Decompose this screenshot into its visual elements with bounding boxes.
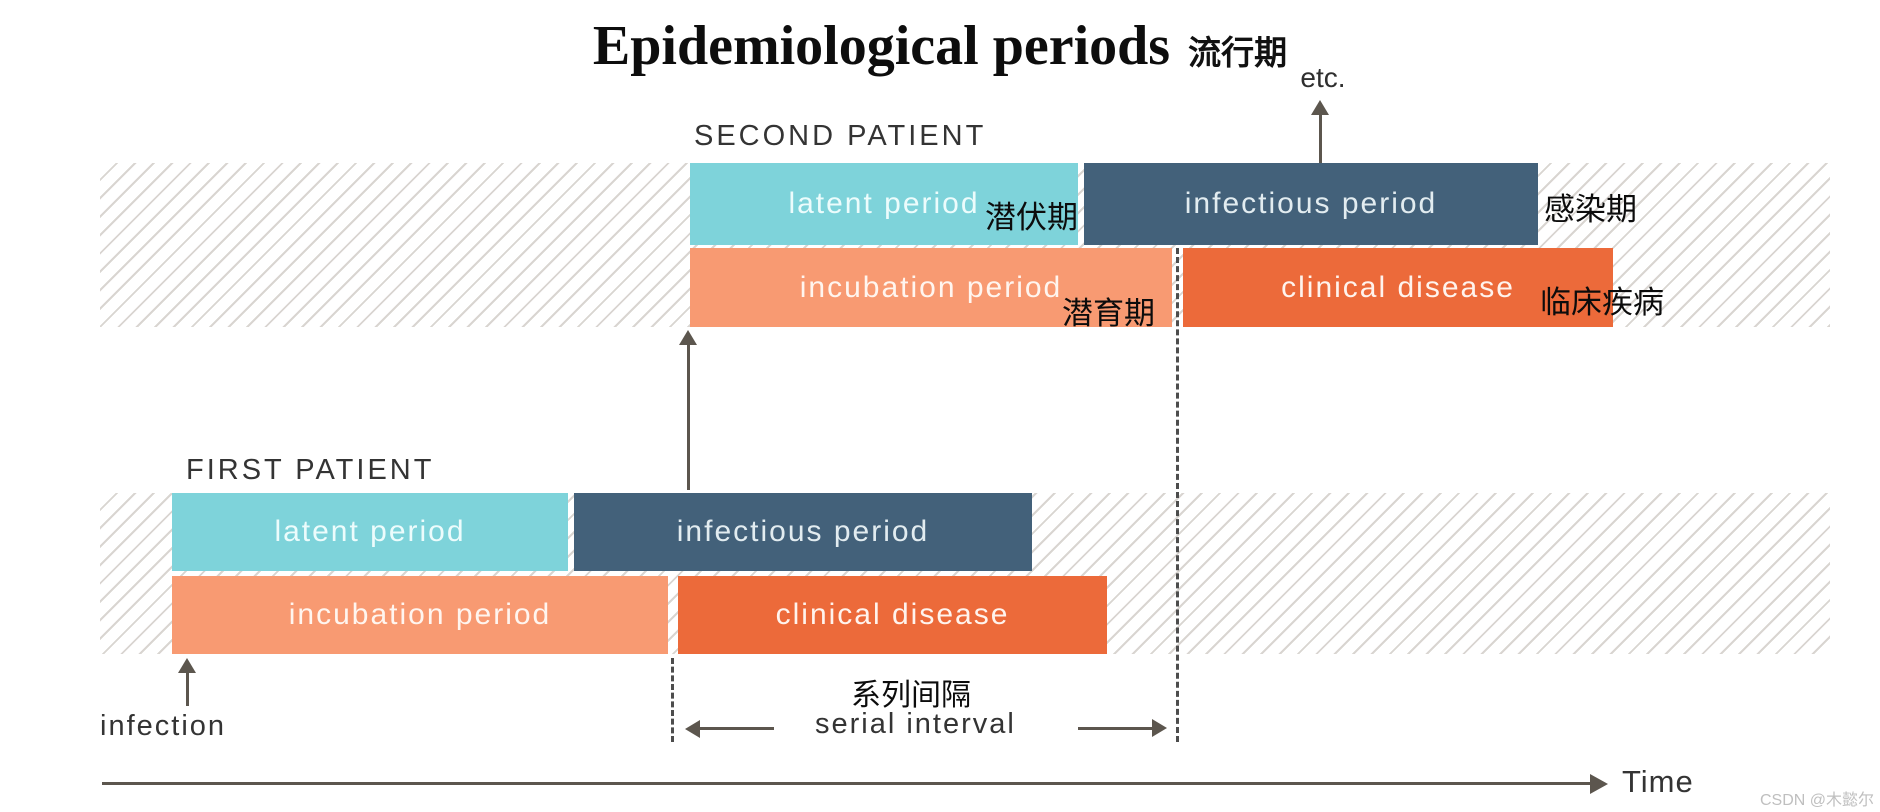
watermark: CSDN @木懿尔: [1760, 792, 1875, 809]
infection-up-arrow-shaft: [186, 671, 189, 706]
serial-interval-left-dashed-line: [671, 658, 674, 742]
first-patient-clinical-disease-bar: clinical disease: [678, 576, 1107, 654]
first-patient-incubation-period-bar: incubation period: [172, 576, 668, 654]
second-patient-incubation-period-bar: incubation period: [690, 248, 1172, 327]
transmission-up-arrow-icon: [679, 330, 697, 345]
infectious-period-zh-note: 感染期: [1544, 192, 1637, 227]
serial-interval-right-dashed-line: [1176, 248, 1179, 742]
latent-period-zh-note: 潜伏期: [985, 200, 1078, 235]
serial-interval-right-arrow-icon: [1152, 719, 1167, 737]
serial-interval-zh-label: 系列间隔: [851, 679, 971, 712]
serial-interval-label: serial interval: [815, 708, 1016, 740]
serial-interval-left-arrow-shaft: [698, 727, 774, 730]
first-patient-latent-period-bar: latent period: [172, 493, 568, 571]
second-patient-infectious-period-bar: infectious period: [1084, 163, 1538, 245]
page-title: Epidemiological periods: [592, 15, 1171, 77]
etc-up-arrow-icon: [1311, 100, 1329, 115]
etc-up-arrow-shaft: [1319, 113, 1322, 163]
etc-label: etc.: [1300, 62, 1346, 93]
second-patient-latent-period-bar: latent period: [690, 163, 1078, 245]
infection-label: infection: [100, 710, 227, 742]
time-axis-line: [102, 782, 1594, 785]
second-patient-clinical-disease-bar: clinical disease: [1183, 248, 1613, 327]
serial-interval-right-arrow-shaft: [1078, 727, 1154, 730]
clinical-disease-zh-note: 临床疾病: [1540, 285, 1664, 320]
time-axis-arrow-icon: [1590, 774, 1608, 794]
title-row: Epidemiological periods 流行期: [0, 14, 1880, 78]
first-patient-label: FIRST PATIENT: [186, 454, 435, 486]
infection-up-arrow-icon: [178, 658, 196, 673]
serial-interval-left-arrow-icon: [685, 720, 700, 738]
transmission-up-arrow-shaft: [687, 343, 690, 490]
page-title-zh: 流行期: [1188, 34, 1288, 71]
incubation-period-zh-note: 潜育期: [1062, 296, 1155, 331]
first-patient-infectious-period-bar: infectious period: [574, 493, 1032, 571]
time-axis-label: Time: [1622, 764, 1694, 799]
second-patient-label: SECOND PATIENT: [694, 120, 987, 152]
